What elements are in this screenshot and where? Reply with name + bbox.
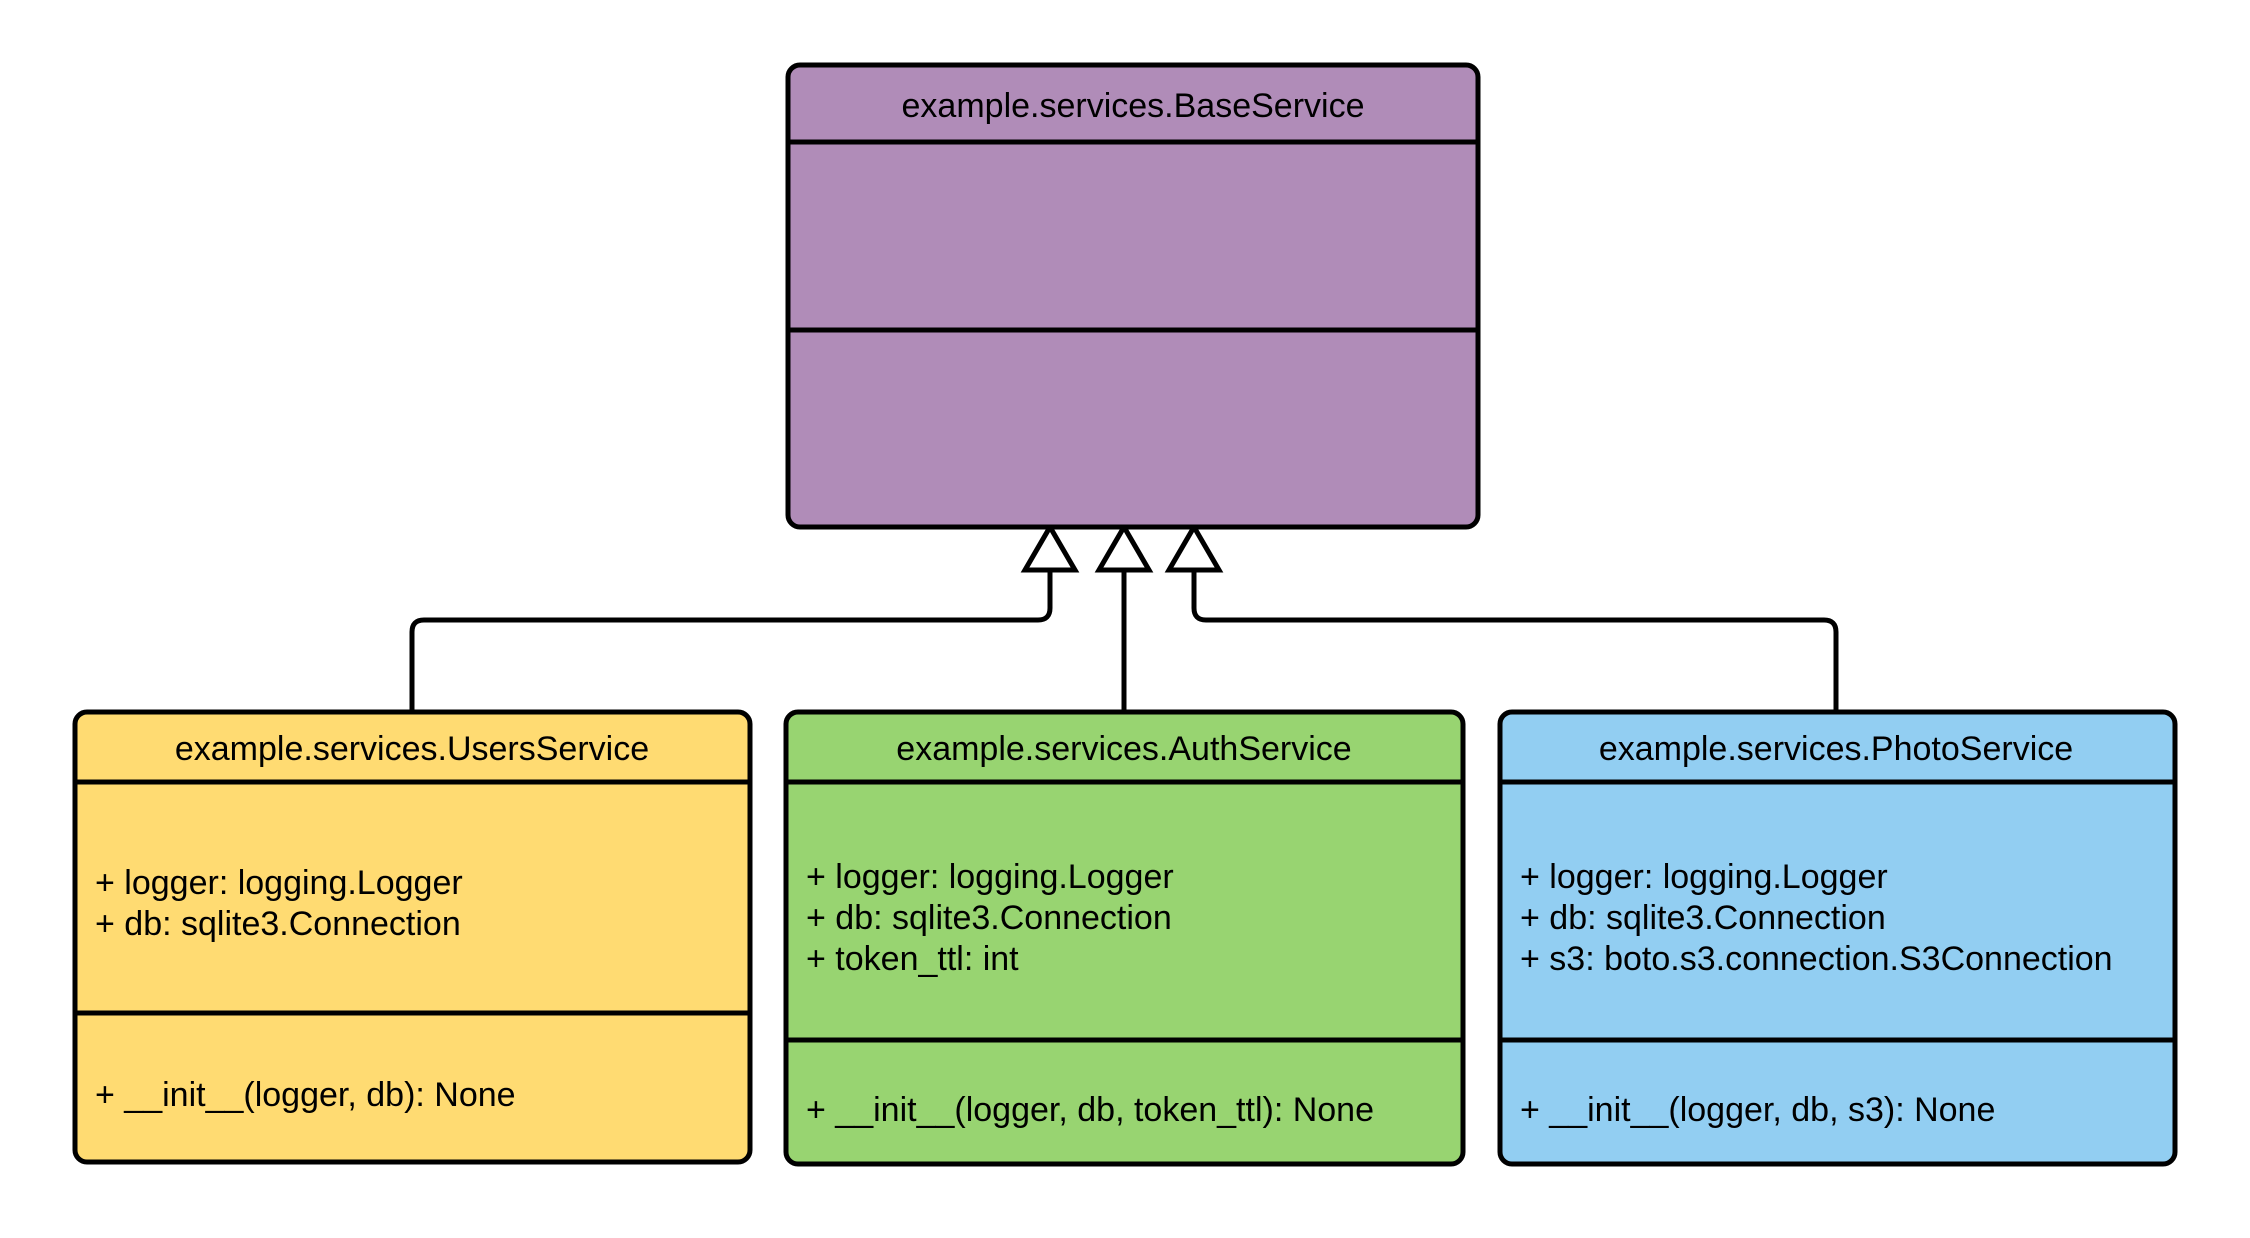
inheritance-arrowhead-icon-users <box>1020 522 1080 573</box>
attribute-row: + logger: logging.Logger <box>806 858 1174 896</box>
class-box-photo-service[interactable]: example.services.PhotoService + logger: … <box>1497 709 2178 1167</box>
class-title-base-service: example.services.BaseService <box>902 87 1365 125</box>
method-row: + __init__(logger, db, s3): None <box>1520 1091 1995 1129</box>
edge-photo-service-to-base-service <box>1191 570 1839 712</box>
attribute-row: + logger: logging.Logger <box>95 864 463 902</box>
class-box-users-service[interactable]: example.services.UsersService + logger: … <box>72 709 753 1165</box>
attribute-row: + token_ttl: int <box>806 940 1019 978</box>
attribute-row: + db: sqlite3.Connection <box>95 905 461 943</box>
inheritance-arrowheads <box>1020 522 1224 573</box>
class-box-users-service-outline <box>72 709 753 1165</box>
inheritance-arrowhead-icon-auth <box>1094 522 1154 573</box>
inheritance-edges <box>409 570 1839 712</box>
method-row: + __init__(logger, db, token_ttl): None <box>806 1091 1374 1129</box>
attribute-row: + s3: boto.s3.connection.S3Connection <box>1520 940 2113 978</box>
class-box-auth-service[interactable]: example.services.AuthService + logger: l… <box>783 709 1466 1167</box>
edge-users-service-to-base-service <box>409 570 1053 712</box>
attribute-row: + db: sqlite3.Connection <box>806 899 1172 937</box>
class-title-users-service: example.services.UsersService <box>175 730 649 768</box>
method-row: + __init__(logger, db): None <box>95 1076 516 1114</box>
class-box-photo-service-outline <box>1497 709 2178 1167</box>
inheritance-arrowhead-icon-photo <box>1164 522 1224 573</box>
class-box-base-service-outline <box>785 62 1481 530</box>
class-title-photo-service: example.services.PhotoService <box>1599 730 2073 768</box>
class-title-auth-service: example.services.AuthService <box>896 730 1351 768</box>
class-box-auth-service-outline <box>783 709 1466 1167</box>
attribute-row: + logger: logging.Logger <box>1520 858 1888 896</box>
class-box-base-service[interactable]: example.services.BaseService <box>785 62 1481 530</box>
attribute-row: + db: sqlite3.Connection <box>1520 899 1886 937</box>
